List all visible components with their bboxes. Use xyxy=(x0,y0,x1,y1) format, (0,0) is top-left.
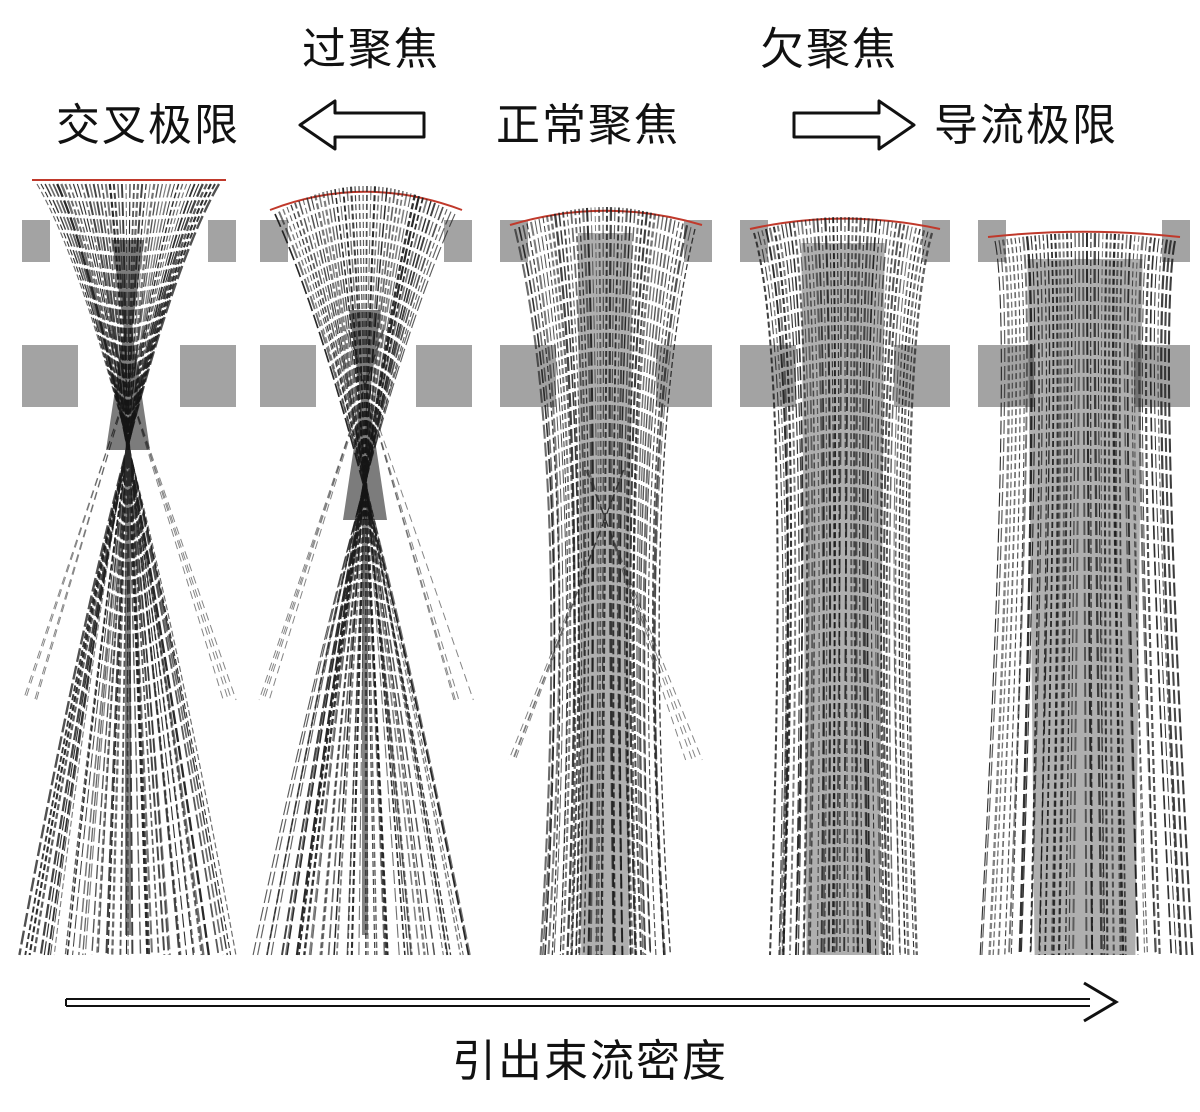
beam-panel-normal-focus xyxy=(500,206,712,956)
beam-panel-perveance-limit xyxy=(978,220,1194,956)
beam-crossover-core xyxy=(106,240,150,450)
plasma-electrode-left xyxy=(978,220,1006,262)
beam-core xyxy=(577,233,633,955)
right-hollow-arrow-icon xyxy=(792,99,916,151)
trajectory-lines xyxy=(979,232,1194,956)
crossover-limit-label: 交叉极限 xyxy=(56,100,240,151)
extraction-electrode-right xyxy=(180,345,236,407)
extraction-electrode-left xyxy=(22,345,78,407)
plasma-electrode-left xyxy=(22,220,50,262)
trajectory-lines xyxy=(753,216,934,956)
plasma-electrode-right xyxy=(208,220,236,262)
beam-panels xyxy=(18,178,1194,956)
beam-panel-over-focus xyxy=(252,185,474,956)
beam-core xyxy=(801,243,885,955)
plasma-meniscus xyxy=(509,209,703,226)
over-focus-label: 过聚焦 xyxy=(302,24,440,75)
plasma-electrode-right xyxy=(444,220,472,262)
beam-density-axis-arrow-icon xyxy=(65,981,1119,1023)
under-focus-label: 欠聚焦 xyxy=(760,24,898,75)
extraction-electrode-left xyxy=(978,345,1034,407)
plasma-meniscus xyxy=(269,190,463,211)
extraction-electrode-right xyxy=(416,345,472,407)
plasma-meniscus xyxy=(749,217,941,230)
left-hollow-arrow-icon xyxy=(298,99,426,151)
beam-panel-under-focus xyxy=(740,216,950,956)
extraction-electrode-left xyxy=(260,345,316,407)
normal-focus-label: 正常聚焦 xyxy=(496,100,680,151)
beam-panel-crossover-limit xyxy=(18,178,237,956)
beam-core xyxy=(1027,259,1143,955)
plasma-meniscus xyxy=(987,230,1181,238)
beam-density-axis-label: 引出束流密度 xyxy=(452,1036,728,1087)
beam-crossover-core xyxy=(343,310,387,520)
trajectory-lines xyxy=(508,206,703,956)
plasma-electrode-left xyxy=(260,220,288,262)
plasma-electrode-right xyxy=(684,220,712,262)
perveance-limit-label: 导流极限 xyxy=(934,100,1118,151)
